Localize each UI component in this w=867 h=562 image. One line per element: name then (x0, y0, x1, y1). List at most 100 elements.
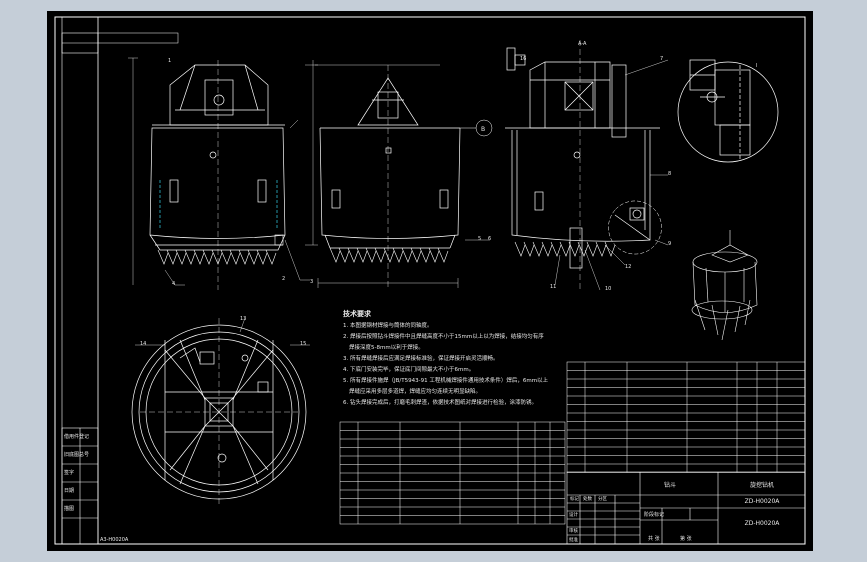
tech-req-title: 技术要求 (343, 309, 372, 318)
digging-tooth (157, 249, 169, 265)
part-balloon: 16 (520, 56, 526, 62)
digging-tooth (383, 247, 395, 263)
tech-req-line-8: 6. 钻头焊接完成后，打磨毛刺焊渣，依据技术图纸对焊接进行检验，涂漆防锈。 (343, 398, 537, 406)
digging-tooth (437, 247, 449, 263)
part-balloon: 15 (300, 341, 306, 347)
front-elevation-view (128, 57, 286, 290)
front-view-teeth (157, 249, 277, 265)
strip-label-mid: 旧底图总号 (64, 451, 89, 458)
strip-label-sign: 签字 (64, 469, 74, 476)
tech-req-line-5: 4. 下底门安装完毕，保证底门间隙最大不小于6mm。 (343, 365, 474, 373)
strip-label-date: 日期 (64, 488, 74, 494)
digging-tooth (175, 249, 187, 265)
drawing-code-box (97, 32, 179, 44)
part-balloon: 1 (168, 58, 171, 64)
title-approve-label: 批准 (569, 536, 578, 543)
part-balloon: 11 (550, 284, 556, 290)
bom-table-left (339, 421, 566, 525)
digging-tooth (229, 249, 241, 265)
digging-tooth (238, 249, 250, 265)
digging-tooth (568, 241, 580, 257)
digging-tooth (265, 249, 277, 265)
part-balloon: 2 (282, 276, 285, 282)
digging-tooth (202, 249, 214, 265)
title-stage-label: 阶段标记 (644, 511, 664, 518)
tech-req-line-4: 3. 所有焊缝焊接后应满足焊接标准验，保证焊接开启灵活顺畅。 (343, 354, 499, 362)
digging-tooth (514, 241, 526, 257)
section-view-callout-circle (608, 200, 662, 255)
part-balloon: 5 (478, 236, 481, 242)
digging-tooth (586, 241, 598, 257)
side-view-teeth (329, 247, 449, 263)
digging-tooth (604, 241, 616, 257)
digging-tooth (329, 247, 341, 263)
plan-view (131, 318, 307, 505)
plan-view-leaders (135, 317, 310, 346)
tech-req-line-1: 1. 本图据钢材焊接与筒体的同轴度。 (343, 321, 433, 329)
title-drawing-code: ZD-H0020A (745, 498, 781, 505)
view-label-b: B (481, 126, 485, 133)
digging-tooth (356, 247, 368, 263)
tech-req-line-3: 焊接深度5-8mm以利于焊接。 (349, 343, 424, 351)
title-company: 旋挖钻机 (750, 481, 774, 489)
tech-req-line-2: 2. 焊接后按照钻斗焊接件中且焊缝高度不小于15mm以上以为焊接，结接均匀有序 (343, 332, 544, 340)
part-balloon: 13 (240, 316, 246, 322)
part-balloon: 10 (605, 286, 611, 292)
digging-tooth (247, 249, 259, 265)
digging-tooth (550, 241, 562, 257)
left-binding-strip (61, 427, 99, 545)
digging-tooth (595, 241, 607, 257)
title-drawing-name: 钻斗 (664, 481, 676, 489)
digging-tooth (338, 247, 350, 263)
digging-tooth (365, 247, 377, 263)
digging-tooth (577, 241, 589, 257)
front-view-side-lug (274, 234, 284, 246)
sheet-background (47, 11, 813, 551)
side-elevation-view (305, 60, 461, 290)
strip-label-top: 借用件登记 (64, 433, 89, 440)
bom-table-right (566, 361, 806, 473)
digging-tooth (374, 247, 386, 263)
section-view-aa (505, 40, 660, 290)
digging-tooth (193, 249, 205, 265)
strip-label-code: 描图 (64, 505, 74, 512)
part-balloon: 12 (625, 264, 631, 270)
digging-tooth (523, 241, 535, 257)
part-balloon: 8 (668, 171, 671, 177)
title-sheets-total: 共 张 (648, 535, 660, 542)
title-drawing-code-2: ZD-H0020A (745, 520, 781, 527)
digging-tooth (541, 241, 553, 257)
section-view-teeth (514, 241, 616, 257)
part-balloon: 4 (172, 281, 175, 287)
digging-tooth (410, 247, 422, 263)
digging-tooth (532, 241, 544, 257)
part-balloon: 9 (668, 241, 671, 247)
digging-tooth (220, 249, 232, 265)
technical-requirements: 技术要求 1. 本图据钢材焊接与筒体的同轴度。 2. 焊接后按照钻斗焊接件中且焊… (343, 309, 549, 406)
digging-tooth (419, 247, 431, 263)
tech-req-line-7: 焊缝应采用多层多道焊，焊缝应均匀连续无明显缺陷。 (349, 387, 481, 395)
title-check-label: 审核 (569, 527, 578, 534)
digging-tooth (347, 247, 359, 263)
part-balloon: 6 (488, 236, 491, 242)
digging-tooth (211, 249, 223, 265)
isometric-render (691, 230, 758, 341)
view-label-i: I (756, 63, 757, 69)
part-balloon: 14 (140, 341, 146, 347)
digging-tooth (401, 247, 413, 263)
title-mark-label: 标记 (570, 495, 579, 502)
view-label-aa: A-A (578, 41, 587, 47)
sheet-number: A3-H0020A (100, 537, 129, 543)
bom-frame (566, 361, 806, 473)
part-balloon: 3 (310, 279, 313, 285)
section-symbol-b (460, 119, 493, 137)
tech-req-line-6: 5. 所有焊接件施焊（JB/T5943-91 工程机械焊接件通用技术条件）焊后，… (343, 376, 549, 384)
digging-tooth (184, 249, 196, 265)
title-sheet-index: 第 张 (680, 535, 692, 542)
title-count-label: 处数 (583, 495, 592, 502)
front-view-leaders (164, 119, 310, 286)
side-view-dimension (317, 278, 459, 288)
